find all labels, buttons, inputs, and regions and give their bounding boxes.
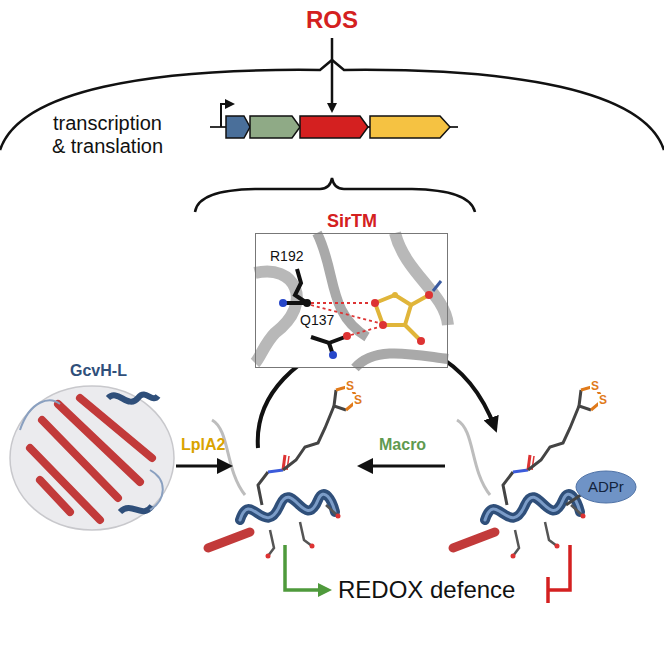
sulfur-atom: S bbox=[353, 394, 363, 406]
sulfur-atom: S bbox=[345, 380, 355, 392]
structure-inset: SirTMR192Q137 bbox=[255, 233, 448, 368]
residue-label: R192 bbox=[270, 248, 303, 264]
protein-name: GcvH-L bbox=[70, 362, 127, 380]
modification-label: ADPr bbox=[588, 478, 624, 495]
residue-label: Q137 bbox=[300, 312, 334, 328]
enzyme-label: LplA2 bbox=[181, 436, 225, 454]
modification-ellipse: ADPr bbox=[575, 470, 637, 504]
enzyme-label: Macro bbox=[379, 436, 426, 454]
process-label: transcription & translation bbox=[50, 112, 165, 158]
enzyme-heading: SirTM bbox=[327, 211, 377, 232]
outcome-label: REDOX defence bbox=[338, 576, 515, 604]
sulfur-atom: S bbox=[590, 380, 600, 392]
stimulus-label: ROS bbox=[306, 6, 358, 34]
sulfur-atom: S bbox=[598, 394, 608, 406]
